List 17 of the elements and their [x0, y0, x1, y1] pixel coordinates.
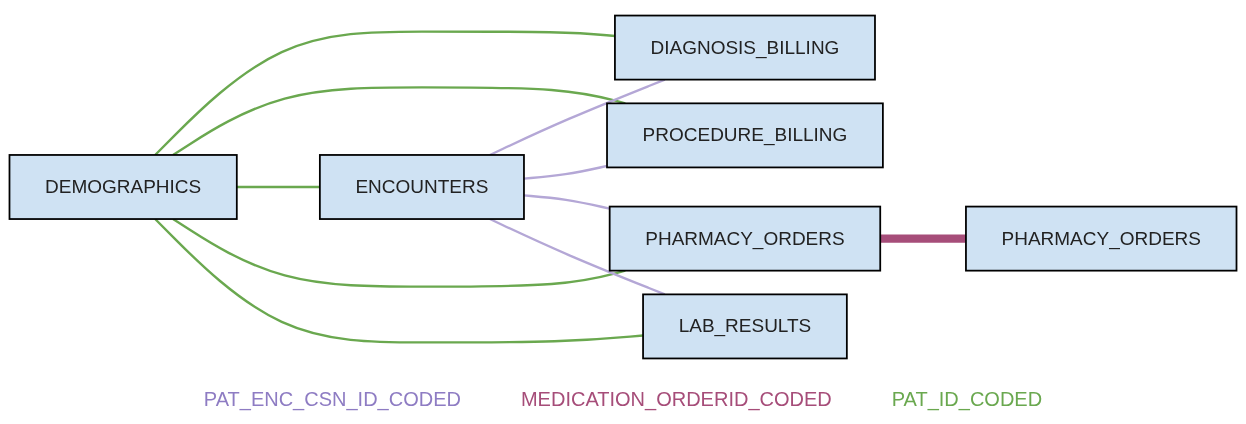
- connector: [523, 164, 608, 180]
- node-box: DIAGNOSIS_BILLING: [614, 14, 876, 81]
- connector: [172, 218, 626, 288]
- connector: [172, 86, 626, 156]
- connector: [880, 234, 966, 243]
- connector: [154, 218, 644, 344]
- node-box: DEMOGRAPHICS: [8, 154, 238, 220]
- key-label: MEDICATION_ORDERID_CODED: [520, 387, 832, 411]
- node-box: PROCEDURE_BILLING: [606, 102, 884, 169]
- node-box: ENCOUNTERS: [318, 154, 525, 220]
- key-label: PAT_ID_CODED: [891, 387, 1043, 411]
- connector: [236, 185, 320, 189]
- key-label: PAT_ENC_CSN_ID_CODED: [203, 387, 461, 411]
- node-box: PHARMACY_ORDERS: [608, 205, 882, 272]
- connector: [523, 194, 610, 210]
- node-box: LAB_RESULTS: [642, 293, 848, 360]
- node-box: PHARMACY_ORDERS: [965, 205, 1238, 272]
